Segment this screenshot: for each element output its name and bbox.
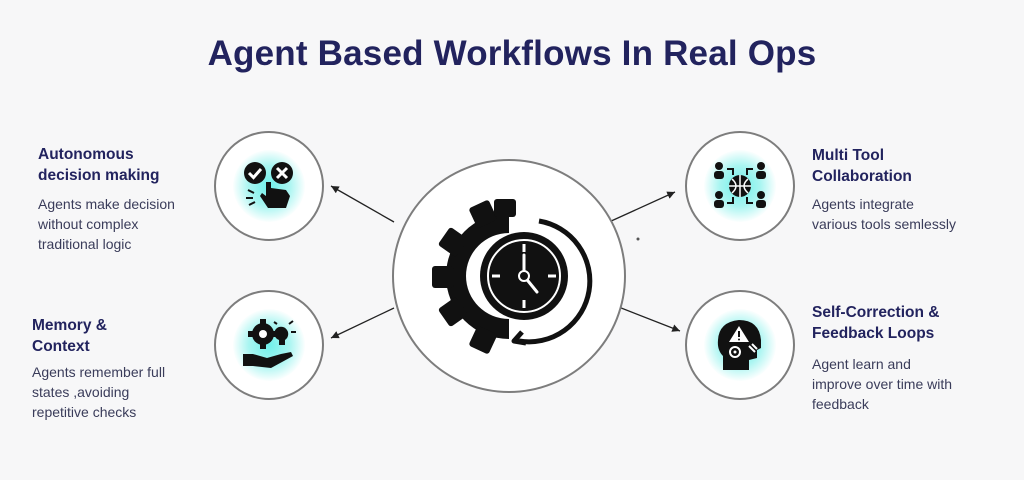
network-people-globe-icon xyxy=(714,162,766,208)
selfcorrection-icon-circle xyxy=(685,290,795,400)
arrow-to-memory xyxy=(330,307,395,339)
multitool-icon-circle xyxy=(685,131,795,241)
center-circle xyxy=(392,159,626,393)
gear-clock-cycle-icon xyxy=(432,199,593,354)
arrow-to-multitool xyxy=(608,191,676,223)
gear-lightbulb-hand-icon xyxy=(243,319,296,368)
head-gear-warning-icon xyxy=(717,320,761,370)
arrow-to-autonomous xyxy=(330,185,395,223)
selfcorrection-heading: Self-Correction &Feedback Loops xyxy=(812,304,940,342)
page-title: Agent Based Workflows In Real Ops xyxy=(207,34,817,73)
memory-heading: Memory &Context xyxy=(32,317,107,355)
check-cross-hand-icon xyxy=(244,162,293,208)
memory-icon-circle xyxy=(214,290,324,400)
arrow-to-selfcorrection xyxy=(610,303,681,332)
autonomous-icon-circle xyxy=(214,131,324,241)
